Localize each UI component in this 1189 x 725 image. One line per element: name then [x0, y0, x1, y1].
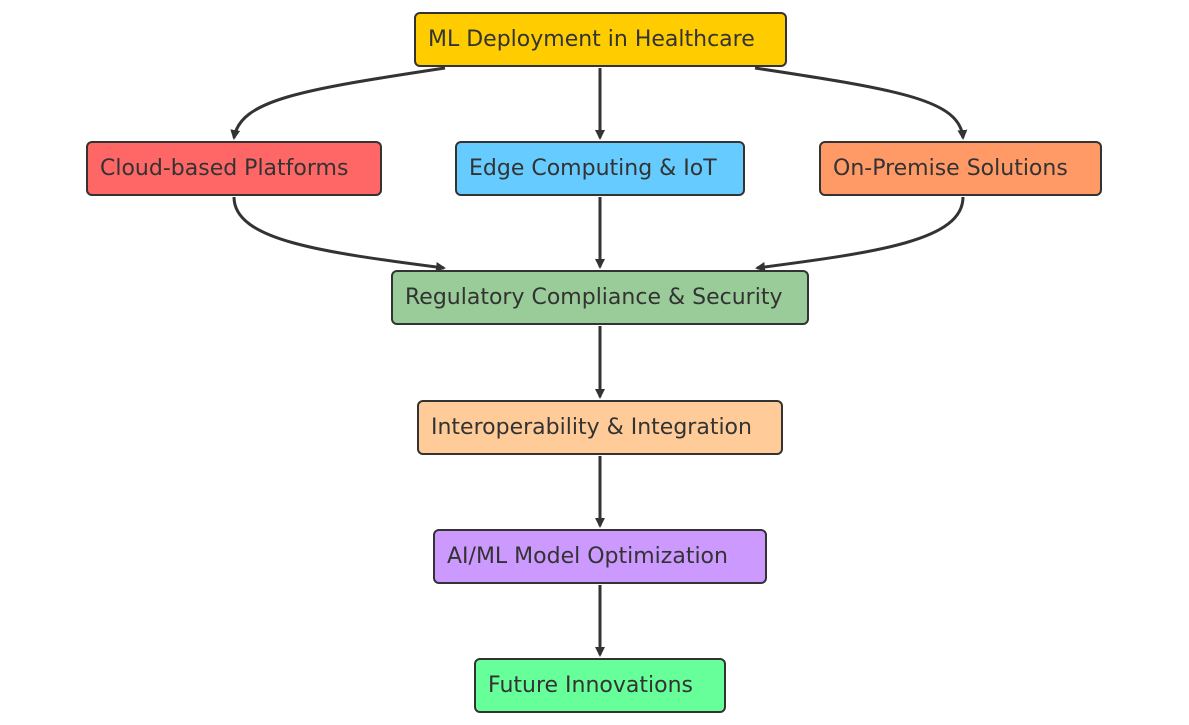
node-label: Edge Computing & IoT: [469, 155, 717, 181]
node-label: Interoperability & Integration: [431, 414, 752, 440]
node-label: On-Premise Solutions: [833, 155, 1068, 181]
node-cloud-based-platforms: Cloud-based Platforms: [86, 141, 382, 196]
node-label: ML Deployment in Healthcare: [428, 26, 755, 52]
node-future-innovations: Future Innovations: [474, 658, 726, 713]
node-on-premise-solutions: On-Premise Solutions: [819, 141, 1102, 196]
node-interoperability-integration: Interoperability & Integration: [417, 400, 783, 455]
edge-onprem-to-reg: [755, 196, 965, 272]
node-label: Cloud-based Platforms: [100, 155, 349, 181]
edge-cloud-to-reg: [232, 196, 446, 272]
node-ml-deployment-in-healthcare: ML Deployment in Healthcare: [414, 12, 787, 67]
node-label: Future Innovations: [488, 672, 693, 698]
edge-root-to-cloud: [230, 66, 446, 140]
node-label: AI/ML Model Optimization: [447, 543, 728, 569]
node-edge-computing-iot: Edge Computing & IoT: [455, 141, 745, 196]
node-label: Regulatory Compliance & Security: [405, 284, 783, 310]
node-regulatory-compliance-security: Regulatory Compliance & Security: [391, 270, 809, 325]
node-ai-ml-model-optimization: AI/ML Model Optimization: [433, 529, 767, 584]
edge-root-to-onprem: [754, 66, 968, 140]
